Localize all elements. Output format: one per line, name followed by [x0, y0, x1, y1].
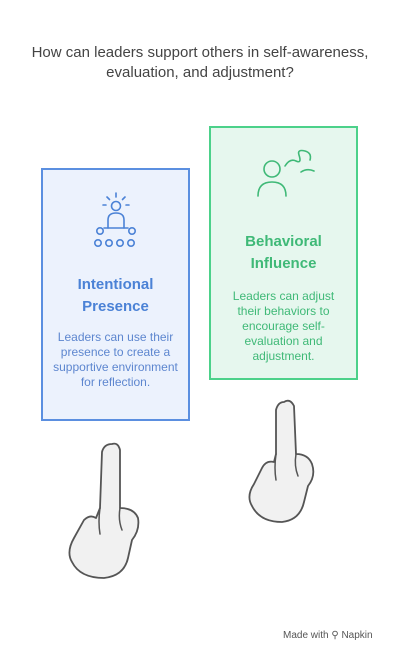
card-description: Leaders can use their presence to create…: [53, 330, 178, 389]
card-heading: Behavioral Influence: [245, 233, 322, 272]
right-pointing-hand-illustration: [248, 399, 315, 523]
diagram-title: How can leaders support others in self-a…: [31, 44, 369, 81]
card-intentional-presence: Intentional Presence Leaders can use the…: [41, 168, 190, 421]
presenter-audience-icon: [94, 192, 136, 247]
footer-credit: Made with ⚲ Napkin: [283, 630, 373, 641]
person-thought-icon: [257, 149, 315, 197]
card-behavioral-influence: Behavioral Influence Leaders can adjust …: [209, 126, 358, 380]
card-description: Leaders can adjust their behaviors to en…: [232, 289, 335, 363]
left-pointing-hand-illustration: [68, 442, 140, 579]
card-heading: Intentional Presence: [77, 276, 154, 315]
